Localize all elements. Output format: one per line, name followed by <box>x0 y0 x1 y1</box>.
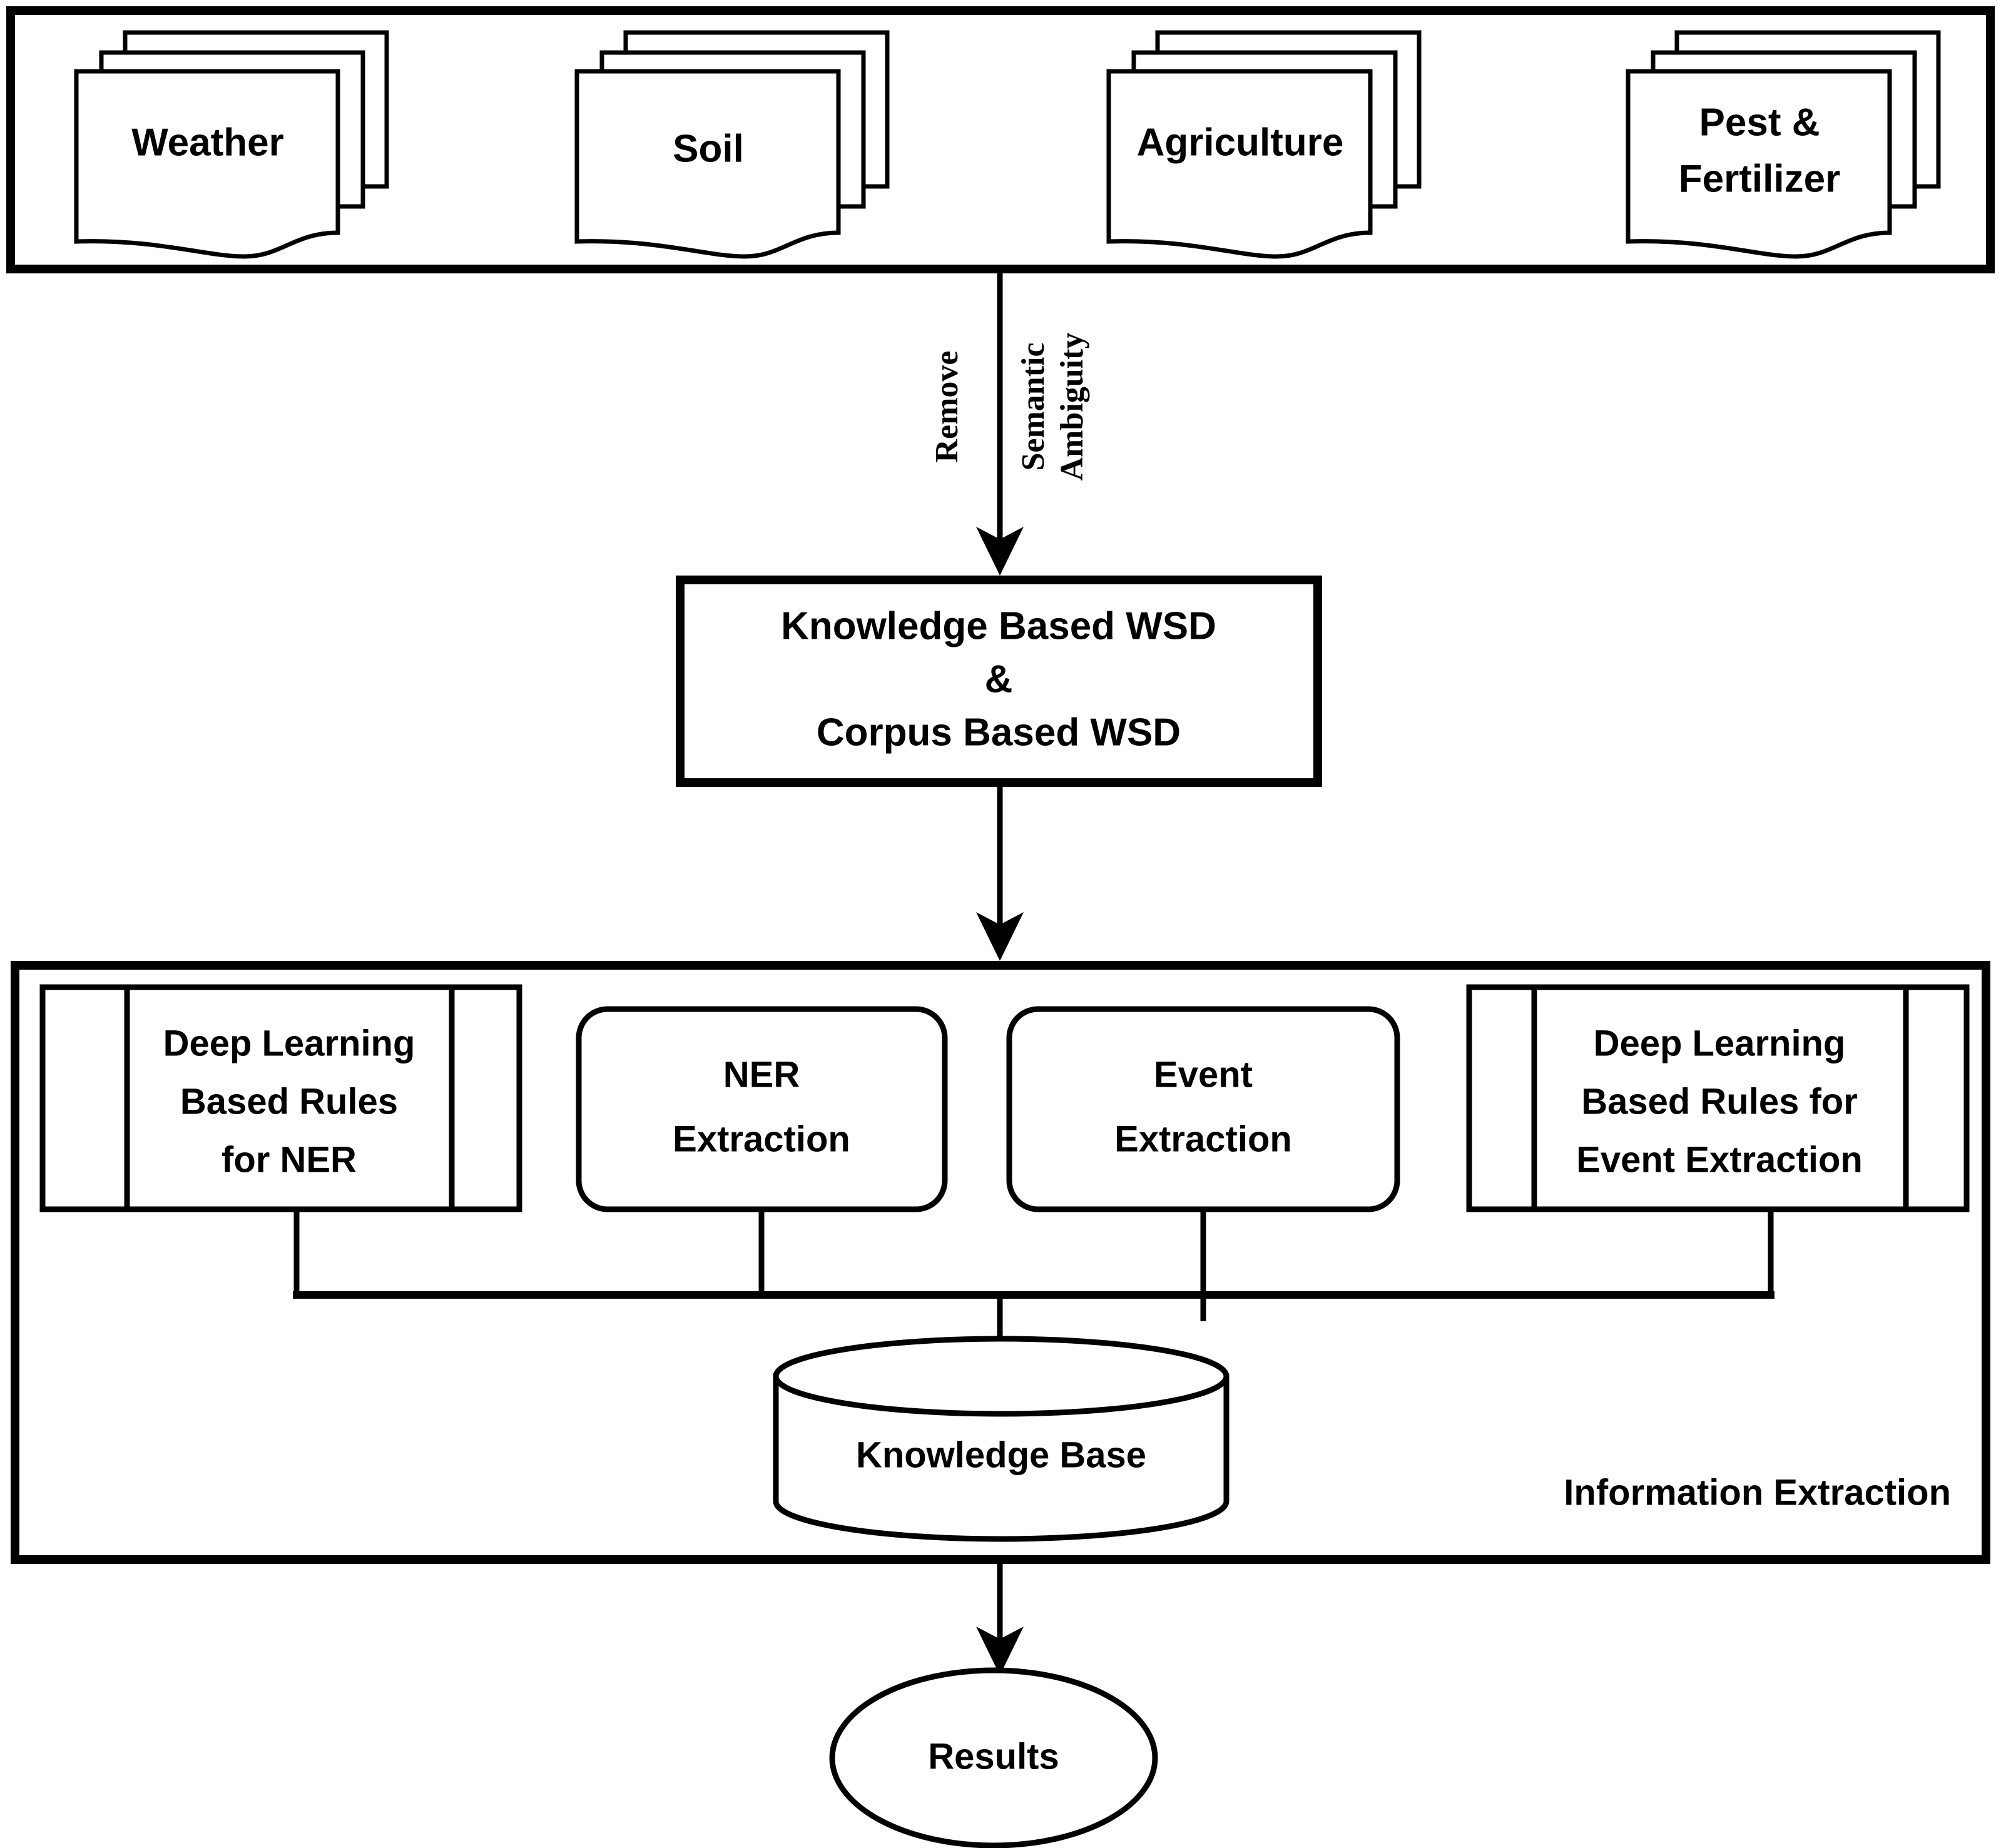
node-deep-learning-rules-event-extraction[interactable]: Deep Learning Based Rules for Event Extr… <box>1466 984 1970 1212</box>
cylinder-top <box>773 1336 1230 1417</box>
arrow-head <box>976 527 1024 576</box>
wsd-label-line3: Corpus Based WSD <box>817 711 1181 754</box>
arrow-head <box>976 1627 1024 1675</box>
arrow-label-remove: Remove <box>929 350 965 462</box>
node-label-line1: NER <box>723 1054 800 1095</box>
knowledge-base-store[interactable]: Knowledge Base <box>773 1336 1230 1542</box>
node-label-line1: Deep Learning <box>163 1023 415 1064</box>
document-stack-soil[interactable]: Soil <box>574 30 890 259</box>
document-front-sheet <box>1626 69 1892 259</box>
node-label-line3: for NER <box>221 1139 357 1180</box>
results-ellipse <box>829 1667 1158 1848</box>
results-terminator[interactable]: Results <box>829 1667 1158 1848</box>
arrow-head <box>976 912 1024 961</box>
document-stack-pest-fertilizer[interactable]: Pest & Fertilizer <box>1626 30 1941 259</box>
arrow-label-ambiguity: Ambiguity <box>1054 333 1090 481</box>
node-label-line2: Extraction <box>1114 1119 1292 1159</box>
document-label-soil: Soil <box>673 127 744 170</box>
node-label-line2: Extraction <box>673 1119 850 1159</box>
node-label-line1: Event <box>1154 1054 1253 1095</box>
document-front-sheet <box>1106 69 1373 259</box>
node-ner-extraction[interactable]: NER Extraction <box>576 1006 948 1212</box>
connector-wsd-to-information-extraction <box>976 787 1024 961</box>
node-label-line2: Based Rules for <box>1581 1081 1858 1122</box>
node-event-extraction[interactable]: Event Extraction <box>1006 1006 1400 1212</box>
knowledge-base-label: Knowledge Base <box>856 1434 1146 1475</box>
document-label-weather: Weather <box>131 121 284 164</box>
document-stack-agriculture[interactable]: Agriculture <box>1106 30 1422 259</box>
predefined-process-outer <box>1466 984 1970 1212</box>
document-label-agriculture: Agriculture <box>1137 121 1344 164</box>
rounded-process-box <box>1006 1006 1400 1212</box>
wsd-box-frame <box>676 576 1322 787</box>
connector-information-extraction-to-results <box>976 1560 1024 1675</box>
node-deep-learning-rules-ner[interactable]: Deep Learning Based Rules for NER <box>39 984 522 1212</box>
section-label-information-extraction: Information Extraction <box>1564 1472 1951 1513</box>
node-label-line2: Based Rules <box>180 1081 398 1122</box>
wsd-label-line1: Knowledge Based WSD <box>781 604 1216 647</box>
results-label: Results <box>928 1736 1059 1777</box>
wsd-label-line2: & <box>985 657 1013 701</box>
document-label-pest-fertilizer-line2: Fertilizer <box>1679 157 1840 200</box>
document-front-sheet <box>74 69 340 259</box>
document-label-pest-fertilizer-line1: Pest & <box>1699 101 1820 144</box>
node-label-line3: Event Extraction <box>1576 1139 1863 1180</box>
connector-sources-to-wsd <box>976 273 1024 576</box>
arrow-label-semantic: Semantic <box>1016 342 1051 470</box>
wsd-process-box[interactable]: Knowledge Based WSD & Corpus Based WSD <box>676 576 1322 787</box>
document-front-sheet <box>574 69 841 259</box>
predefined-process-outer <box>39 984 522 1212</box>
rounded-process-box <box>576 1006 948 1212</box>
document-stack-weather[interactable]: Weather <box>74 30 389 259</box>
cylinder-body <box>773 1373 1230 1542</box>
node-label-line1: Deep Learning <box>1594 1023 1846 1064</box>
